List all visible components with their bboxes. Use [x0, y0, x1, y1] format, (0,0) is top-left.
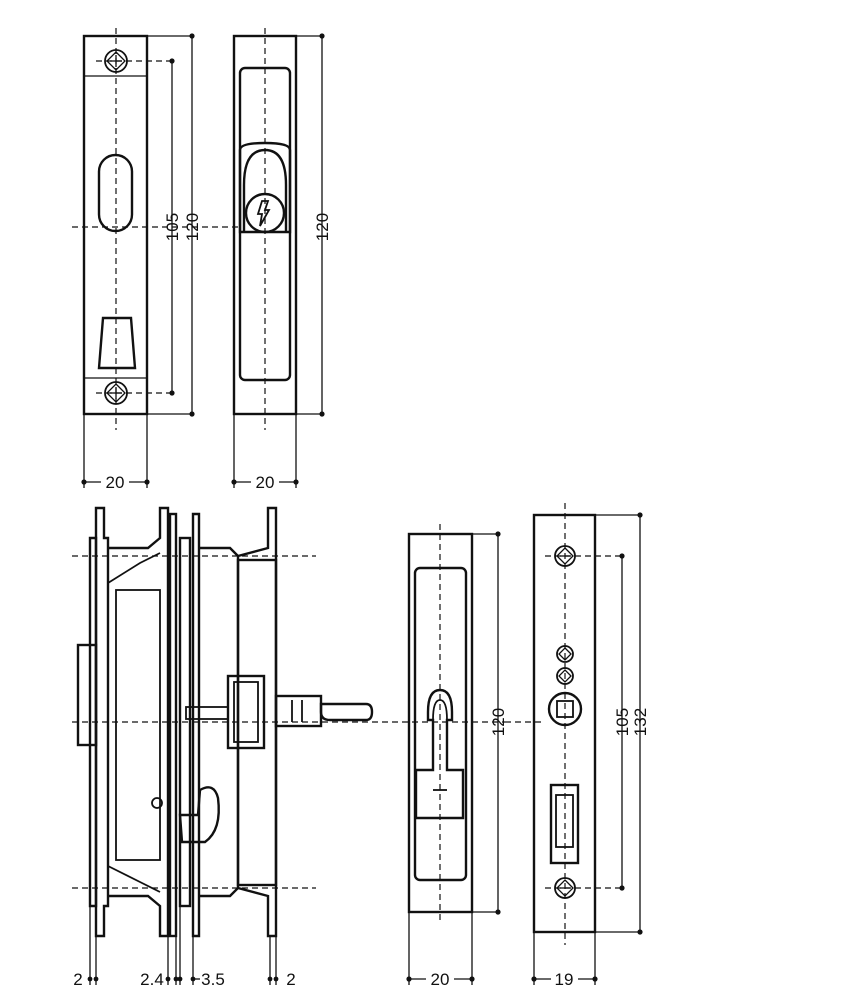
dimension-label: 132	[631, 708, 650, 736]
dimension-label: 20	[431, 970, 450, 989]
dimension-label: 20	[106, 473, 125, 492]
cylinder-plate-view: 120 20	[231, 28, 332, 492]
dimension-label: 3.5	[201, 970, 225, 989]
handle-plate-view: 120 20	[406, 524, 508, 989]
dimension-label: 2.4	[140, 970, 164, 989]
side-section-view: 2 2.4 3.5 2	[72, 506, 505, 989]
dimension-label: 19	[555, 970, 574, 989]
dimension-label: 20	[256, 473, 275, 492]
dimension-label: 2	[286, 970, 295, 989]
dimension-label: 120	[313, 213, 332, 241]
dimension-label: 120	[183, 213, 202, 241]
dimension-label: 105	[613, 708, 632, 736]
latch-bolt	[97, 316, 137, 370]
front-plate-view: 105 120 20	[72, 28, 240, 492]
dimension-label: 105	[163, 213, 182, 241]
dimension-label: 2	[73, 970, 82, 989]
dimension-label: 120	[489, 708, 508, 736]
strike-plate-view: 105 132 19	[531, 503, 650, 989]
